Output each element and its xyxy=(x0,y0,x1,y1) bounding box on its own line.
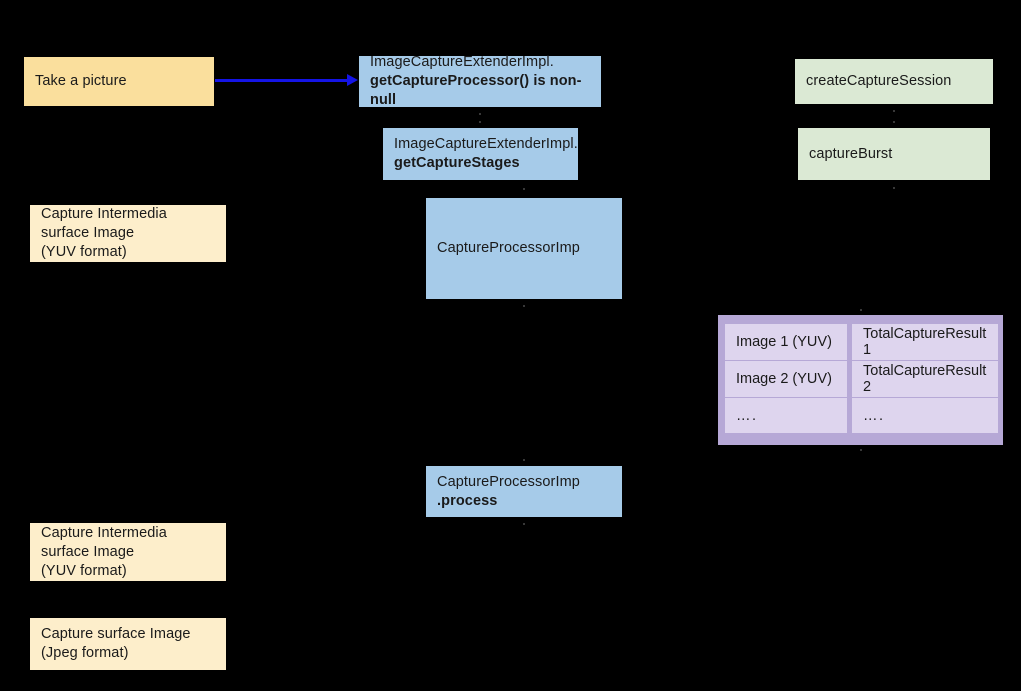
node-get-capture-stages[interactable]: ImageCaptureExtenderImpl. getCaptureStag… xyxy=(383,128,578,180)
node-capture-intermedia-surface-bottom-line1: Capture Intermedia xyxy=(41,524,167,541)
node-take-a-picture-label: Take a picture xyxy=(35,73,127,89)
node-capture-processor-process[interactable]: CaptureProcessorImp .process xyxy=(426,466,622,517)
connector-dot-process-bottom xyxy=(523,523,525,525)
node-get-capture-processor-line2: getCaptureProcessor() is non-null xyxy=(370,73,582,108)
results-table-image-0: Image 1 (YUV) xyxy=(736,334,832,350)
results-table-result-1: TotalCaptureResult 2 xyxy=(863,363,987,395)
connector-dot-processor-stages-2 xyxy=(479,121,481,123)
node-capture-intermedia-surface-bottom-line2: surface Image xyxy=(41,543,135,560)
node-capture-burst[interactable]: captureBurst xyxy=(798,128,990,180)
connector-dot-burst-results-2 xyxy=(860,309,862,311)
node-capture-intermedia-surface-top-line2: surface Image xyxy=(41,225,135,241)
arrow-take-picture-to-processor-head xyxy=(347,74,358,86)
table-row[interactable]: TotalCaptureResult 1 xyxy=(852,324,998,360)
connector-dot-session-burst-2 xyxy=(893,121,895,123)
results-table-result-2: …. xyxy=(863,407,885,424)
node-get-capture-processor[interactable]: ImageCaptureExtenderImpl. getCaptureProc… xyxy=(359,54,601,108)
connector-dot-results-bottom xyxy=(860,449,862,451)
node-capture-intermedia-surface-top-line3: (YUV format) xyxy=(41,244,127,260)
node-capture-processor-process-line2: .process xyxy=(437,492,498,509)
results-table-image-2: …. xyxy=(736,407,758,424)
node-capture-intermedia-surface-top[interactable]: Capture Intermedia surface Image (YUV fo… xyxy=(30,205,226,262)
connector-dot-stages-processorimp xyxy=(523,188,525,190)
node-get-capture-processor-line1: ImageCaptureExtenderImpl. xyxy=(370,54,554,70)
connector-dot-burst-results xyxy=(893,187,895,189)
connector-dot-session-burst xyxy=(893,110,895,112)
node-capture-processor-imp-label: CaptureProcessorImp xyxy=(437,240,580,256)
connector-dot-processorimp-process-2 xyxy=(523,459,525,461)
connector-dot-processorimp-process xyxy=(523,305,525,307)
connector-dot-processor-stages xyxy=(479,113,481,115)
node-get-capture-stages-line1: ImageCaptureExtenderImpl. xyxy=(394,136,578,152)
node-capture-surface-jpeg-line1: Capture surface Image xyxy=(41,626,191,642)
node-capture-intermedia-surface-top-line1: Capture Intermedia xyxy=(41,206,167,222)
node-capture-intermedia-surface-bottom[interactable]: Capture Intermedia surface Image (YUV fo… xyxy=(30,523,226,581)
results-table[interactable]: Image 1 (YUV) TotalCaptureResult 1 Image… xyxy=(718,315,1003,445)
node-create-capture-session[interactable]: createCaptureSession xyxy=(795,59,993,104)
table-row[interactable]: Image 2 (YUV) xyxy=(725,361,847,397)
arrow-take-picture-to-processor-line xyxy=(215,79,348,82)
table-row[interactable]: …. xyxy=(725,398,847,433)
node-get-capture-stages-line2: getCaptureStages xyxy=(394,155,520,171)
results-table-image-1: Image 2 (YUV) xyxy=(736,371,832,387)
node-create-capture-session-label: createCaptureSession xyxy=(806,73,952,89)
node-capture-surface-jpeg[interactable]: Capture surface Image (Jpeg format) xyxy=(30,618,226,670)
node-capture-processor-process-line1: CaptureProcessorImp xyxy=(437,473,580,490)
results-table-result-0: TotalCaptureResult 1 xyxy=(863,326,987,358)
node-capture-burst-label: captureBurst xyxy=(809,145,893,162)
table-row[interactable]: TotalCaptureResult 2 xyxy=(852,361,998,397)
node-capture-surface-jpeg-line2: (Jpeg format) xyxy=(41,645,129,661)
node-capture-processor-imp[interactable]: CaptureProcessorImp xyxy=(426,198,622,299)
table-row[interactable]: …. xyxy=(852,398,998,433)
node-take-a-picture[interactable]: Take a picture xyxy=(24,57,214,106)
table-row[interactable]: Image 1 (YUV) xyxy=(725,324,847,360)
node-capture-intermedia-surface-bottom-line3: (YUV format) xyxy=(41,562,127,579)
